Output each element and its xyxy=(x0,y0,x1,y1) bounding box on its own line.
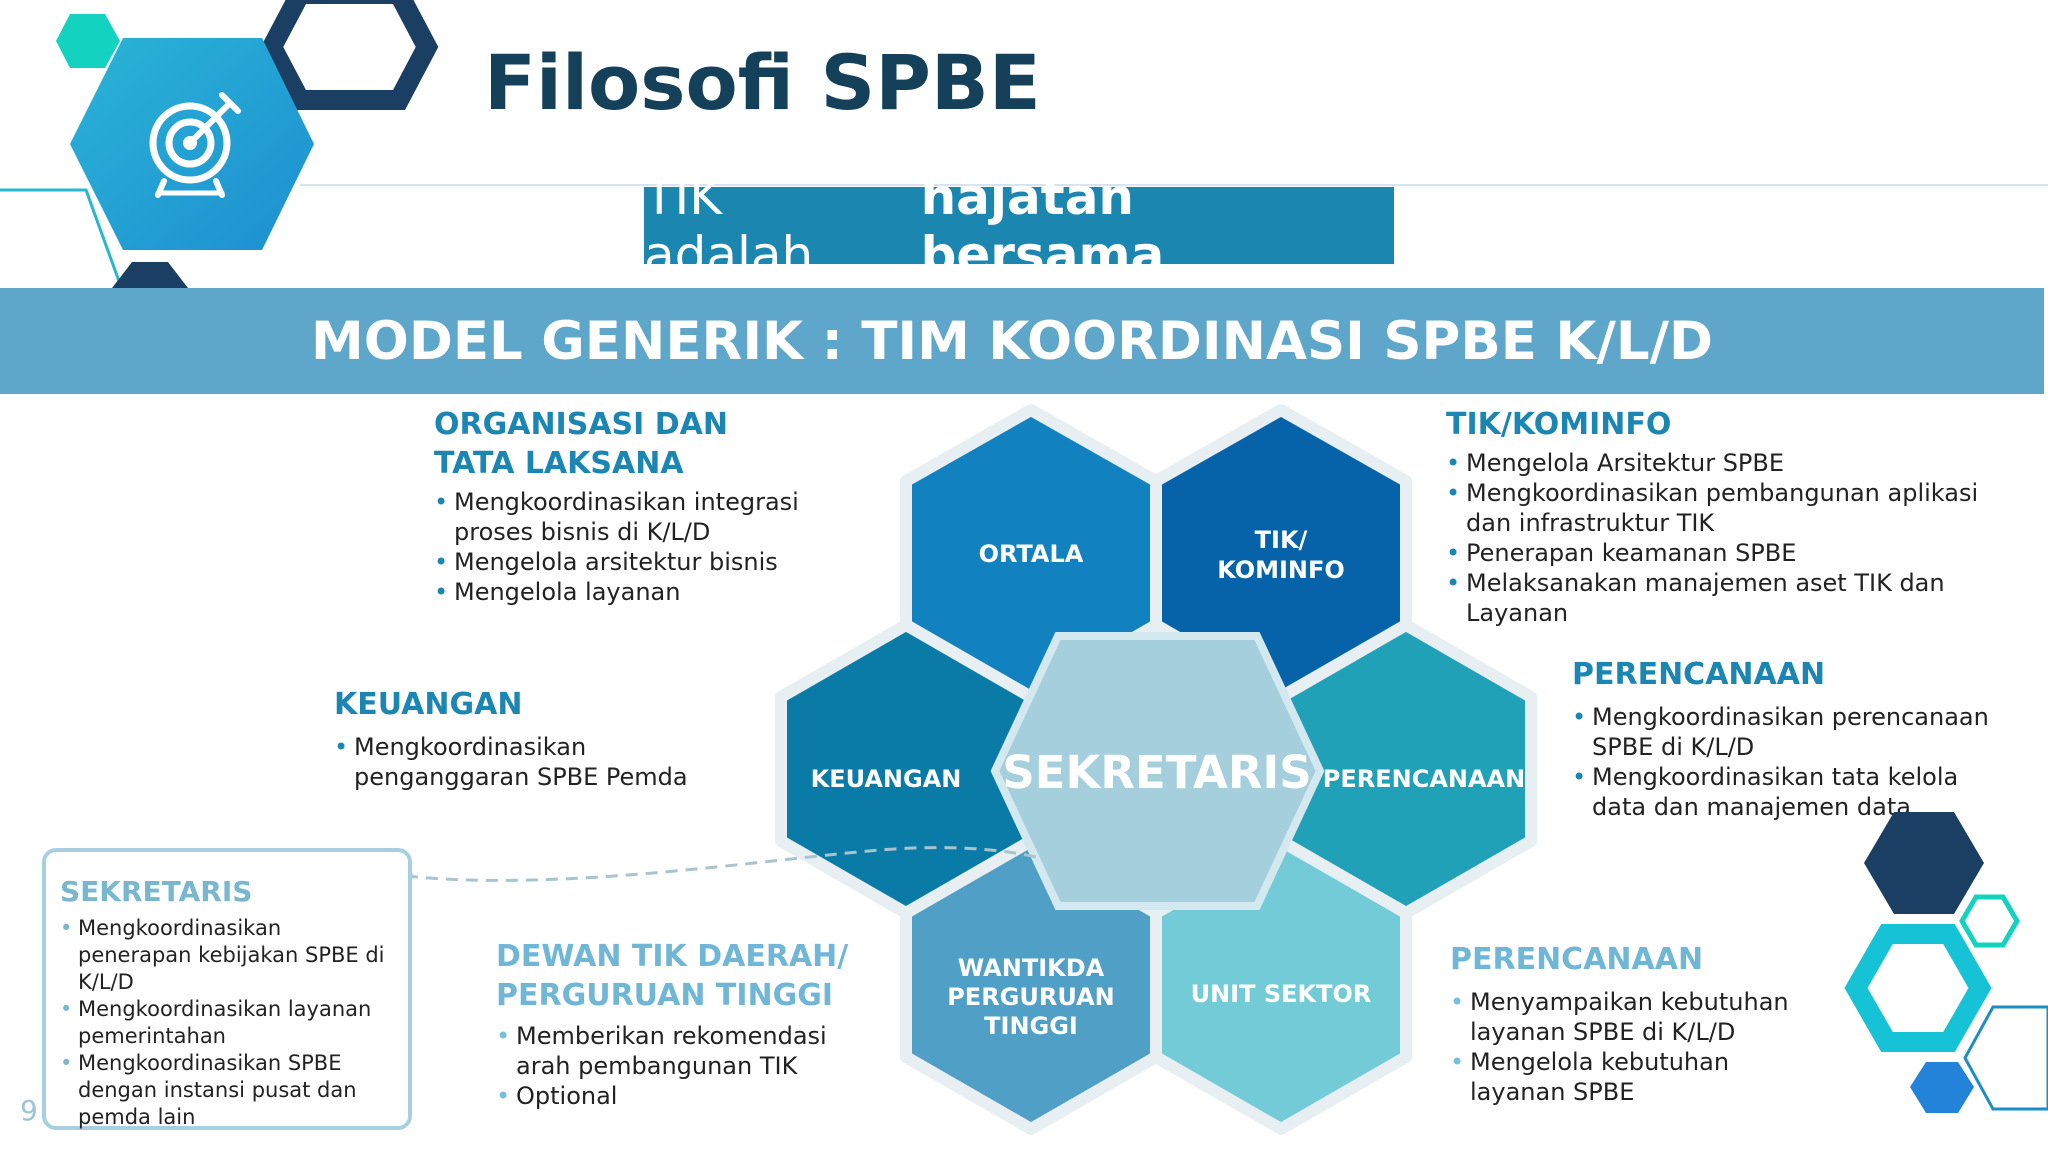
target-icon xyxy=(149,92,241,198)
tik-section: TIK/KOMINFO Mengelola Arsitektur SPBE Me… xyxy=(1446,405,2026,628)
outline-hex-right-decoration xyxy=(1963,1005,2048,1111)
page-title: Filosofi SPBE xyxy=(484,38,1041,127)
list-item: Mengkoordinasikan integrasi proses bisni… xyxy=(434,487,874,547)
list-item: Mengelola Arsitektur SPBE xyxy=(1446,448,2026,478)
navy-hex-outline-decoration xyxy=(260,0,439,110)
keuangan-section: KEUANGAN Mengkoordinasikan penganggaran … xyxy=(334,685,764,792)
model-banner-text: MODEL GENERIK : TIM KOORDINASI SPBE K/L/… xyxy=(311,310,1713,372)
list-item: Mengelola layanan xyxy=(434,577,874,607)
sekretaris-box-title: SEKRETARIS xyxy=(60,875,253,908)
unit-sektor-section: PERENCANAAN Menyampaikan kebutuhan layan… xyxy=(1450,940,1800,1107)
list-item: Mengkoordinasikan penganggaran SPBE Pemd… xyxy=(334,732,764,792)
keuangan-title: KEUANGAN xyxy=(334,687,523,722)
unit-sektor-list: Menyampaikan kebutuhan layanan SPBE di K… xyxy=(1450,987,1800,1107)
list-item: Melaksanakan manajemen aset TIK dan Laya… xyxy=(1446,568,2026,628)
list-item: Mengkoordinasikan tata kelola data dan m… xyxy=(1572,762,1992,822)
hex-label-perencanaan: PERENCANAAN xyxy=(1323,765,1525,793)
list-item: Memberikan rekomendasi arah pembangunan … xyxy=(496,1021,886,1081)
tik-title: TIK/KOMINFO xyxy=(1446,407,1672,442)
teal-hex-decoration xyxy=(56,14,120,68)
dewan-section: DEWAN TIK DAERAH/ PERGURUAN TINGGI Membe… xyxy=(496,937,886,1111)
teal-hex-outline-decoration xyxy=(1844,924,1992,1052)
perencanaan-title: PERENCANAAN xyxy=(1572,657,1826,692)
teal-small-hex-outline-decoration xyxy=(1959,894,2020,948)
dewan-title-line1: DEWAN TIK DAERAH/ xyxy=(496,939,849,974)
ortala-list: Mengkoordinasikan integrasi proses bisni… xyxy=(434,487,874,607)
perencanaan-list: Mengkoordinasikan perencanaan SPBE di K/… xyxy=(1572,702,1992,822)
hex-label-unit-sektor: UNIT SEKTOR xyxy=(1191,980,1372,1008)
subtitle-prefix: TIK adalah xyxy=(644,167,814,284)
dewan-list: Memberikan rekomendasi arah pembangunan … xyxy=(496,1021,886,1111)
list-item: Optional xyxy=(496,1081,886,1111)
blue-small-hex-decoration xyxy=(1910,1062,1974,1113)
footer-decoration xyxy=(1844,812,2048,1113)
page-number: 9 xyxy=(20,1094,38,1127)
unit-sektor-title: PERENCANAAN xyxy=(1450,942,1704,977)
hex-label-tik-line2: KOMINFO xyxy=(1217,556,1345,584)
list-item: Menyampaikan kebutuhan layanan SPBE di K… xyxy=(1450,987,1800,1047)
hex-label-tik-line1: TIK/ xyxy=(1255,526,1308,554)
subtitle-bold: hajatan bersama xyxy=(920,167,1165,284)
header-decoration xyxy=(0,0,439,300)
list-item: Mengkoordinasikan SPBE dengan instansi p… xyxy=(60,1050,394,1131)
sekretaris-connector xyxy=(399,846,1041,883)
hex-label-wantikda-line3: TINGGI xyxy=(984,1012,1078,1040)
perencanaan-section: PERENCANAAN Mengkoordinasikan perencanaa… xyxy=(1572,655,1992,822)
hex-label-wantikda-line2: PERGURUAN xyxy=(947,983,1115,1011)
hex-sekretaris xyxy=(990,632,1325,910)
hex-cluster-diagram: ORTALA TIK/ KOMINFO KEUANGAN PERENCANAAN… xyxy=(775,404,1537,1135)
hex-label-ortala: ORTALA xyxy=(979,540,1084,568)
tik-list: Mengelola Arsitektur SPBE Mengkoordinasi… xyxy=(1446,448,2026,628)
list-item: Mengelola kebutuhan layanan SPBE xyxy=(1450,1047,1800,1107)
dewan-title-line2: PERGURUAN TINGGI xyxy=(496,978,834,1013)
list-item: Mengkoordinasikan pembangunan aplikasi d… xyxy=(1446,478,2026,538)
hex-label-wantikda-line1: WANTIKDA xyxy=(958,954,1105,982)
keuangan-list: Mengkoordinasikan penganggaran SPBE Pemd… xyxy=(334,732,764,792)
subtitle-banner: TIK adalah hajatan bersama xyxy=(644,168,1394,284)
title-divider xyxy=(300,184,2048,186)
navy-hex-decoration xyxy=(1864,812,1984,914)
sekretaris-box: SEKRETARIS Mengkoordinasikan penerapan k… xyxy=(42,848,412,1130)
hex-label-sekretaris: SEKRETARIS xyxy=(1002,746,1311,799)
navy-small-hex-decoration xyxy=(112,262,188,288)
ortala-section: ORGANISASI DAN TATA LAKSANA Mengkoordina… xyxy=(434,405,874,607)
sekretaris-list: Mengkoordinasikan penerapan kebijakan SP… xyxy=(60,915,394,1131)
ortala-title-line1: ORGANISASI DAN xyxy=(434,407,728,442)
model-banner: MODEL GENERIK : TIM KOORDINASI SPBE K/L/… xyxy=(0,288,2044,394)
list-item: Penerapan keamanan SPBE xyxy=(1446,538,2026,568)
list-item: Mengelola arsitektur bisnis xyxy=(434,547,874,577)
list-item: Mengkoordinasikan penerapan kebijakan SP… xyxy=(60,915,394,996)
list-item: Mengkoordinasikan layanan pemerintahan xyxy=(60,996,394,1050)
list-item: Mengkoordinasikan perencanaan SPBE di K/… xyxy=(1572,702,1992,762)
hex-label-keuangan: KEUANGAN xyxy=(811,765,962,793)
ortala-title-line2: TATA LAKSANA xyxy=(434,446,684,481)
